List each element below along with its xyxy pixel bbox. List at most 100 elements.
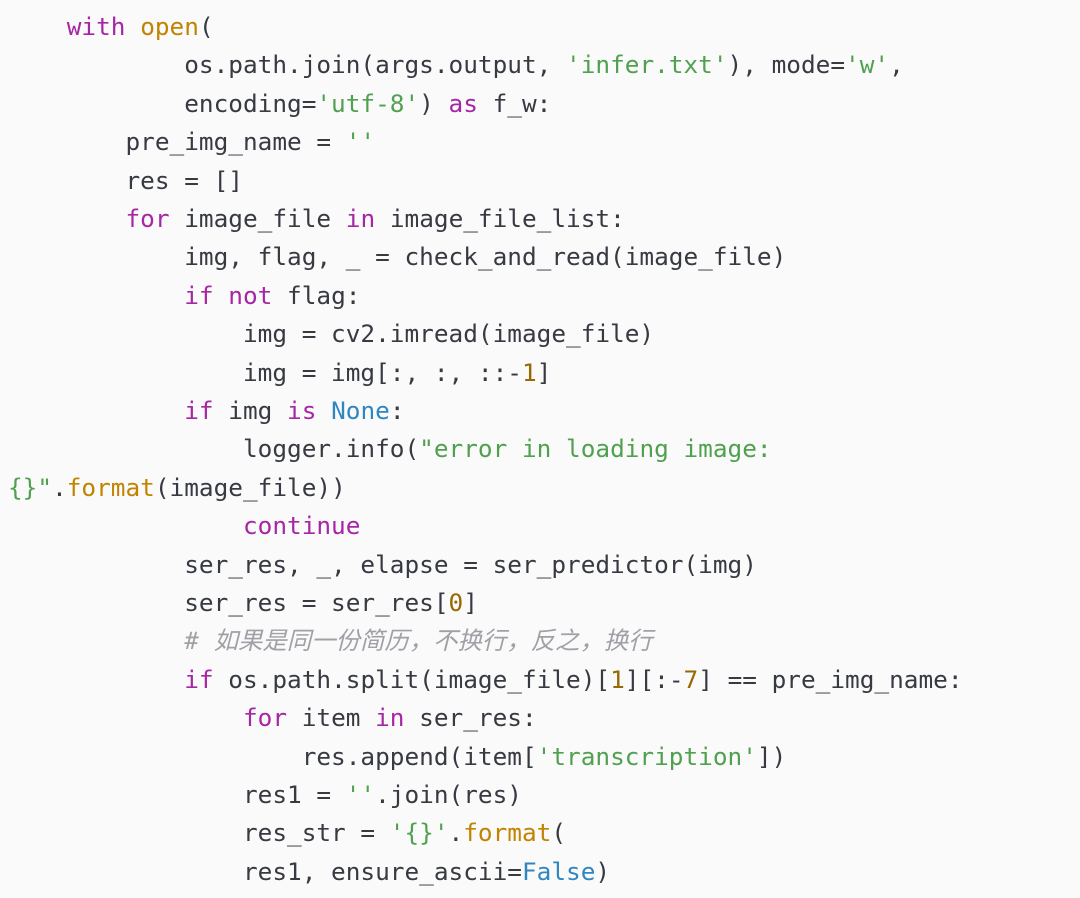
code-text-token: res1 =	[8, 780, 346, 809]
code-text-token	[126, 12, 141, 41]
code-text-token: os.path.join(args.output,	[8, 50, 567, 80]
code-text-token: res.append(item[	[8, 741, 537, 771]
code-line: for image_file in image_file_list:	[8, 200, 625, 238]
code-text-token	[8, 281, 184, 310]
code-text-token: .	[52, 472, 67, 502]
code-line: # 如果是同一份简历，不换行，反之，换行	[8, 622, 653, 660]
code-line: pre_img_name = ''	[8, 123, 375, 161]
keyword-token: as	[448, 88, 478, 118]
code-text-token: logger.info(	[8, 434, 420, 464]
keyword-token: with	[66, 12, 126, 41]
code-text-token: os.path.split(image_file)[	[213, 664, 611, 694]
code-line: res = []	[8, 162, 243, 200]
code-text-token: img	[213, 396, 288, 425]
code-text-token: encoding=	[8, 88, 317, 118]
code-text-token: ]	[536, 357, 552, 387]
code-text-token	[8, 511, 243, 540]
code-text-token: ]	[463, 588, 478, 617]
string-token: {}"	[8, 472, 53, 502]
code-line: ser_res, _, elapse = ser_predictor(img)	[8, 546, 757, 584]
string-token: "error in loading image:	[419, 434, 772, 464]
code-text-token: ,	[889, 50, 904, 80]
code-line: if not flag:	[8, 277, 360, 315]
code-text-token	[8, 665, 184, 694]
code-line: img = img[:, :, ::-1]	[8, 354, 551, 392]
code-text-token	[8, 396, 184, 425]
string-token: 'utf-8'	[316, 88, 420, 118]
number-token: 1	[521, 357, 537, 387]
code-line: os.path.join(args.output, 'infer.txt'), …	[8, 46, 904, 84]
code-text-token: (image_file))	[154, 472, 346, 502]
code-text-token: image_file	[169, 204, 346, 233]
code-text-token: f_w:	[477, 88, 552, 118]
code-text-token: item	[287, 703, 376, 733]
number-token: 0	[448, 588, 464, 617]
code-line: res.append(item['transcription'])	[8, 738, 787, 776]
code-text-token	[214, 281, 229, 310]
keyword-token: for	[125, 204, 170, 233]
code-text-token: ser_res, _, elapse = ser_predictor(img)	[8, 549, 757, 579]
string-token: 'transcription'	[536, 741, 757, 771]
comment-token: # 如果是同一份简历，不换行，反之，换行	[184, 626, 653, 656]
code-text-token: flag:	[272, 280, 361, 310]
code-line: with open(	[8, 8, 214, 46]
code-text-token: res1, ensure_ascii=	[8, 856, 522, 886]
code-text-token: ser_res:	[404, 703, 537, 733]
code-text-token	[8, 626, 184, 655]
code-text-token: ] == pre_img_name:	[698, 664, 963, 694]
code-line: res1 = ''.join(res)	[8, 776, 522, 814]
number-token: 1	[610, 664, 625, 694]
code-text-token	[8, 12, 67, 41]
keyword-token: not	[228, 280, 273, 310]
code-text-token: ), mode=	[727, 50, 846, 80]
code-text-token: pre_img_name =	[8, 127, 346, 157]
string-token: 'infer.txt'	[566, 50, 728, 80]
keyword-token: if	[184, 664, 214, 694]
code-line: if img is None:	[8, 392, 405, 430]
code-text-token	[8, 703, 243, 732]
keyword-token: continue	[242, 511, 361, 541]
keyword-token: in	[375, 703, 405, 733]
keyword-token: in	[345, 204, 376, 233]
code-text-token: .	[448, 818, 464, 848]
code-text-token: ])	[756, 741, 787, 771]
code-text-token: image_file_list:	[375, 204, 625, 233]
code-line: logger.info("error in loading image:	[8, 430, 772, 468]
code-text-token: :	[389, 396, 405, 425]
constant-token: None	[331, 396, 390, 425]
code-text-token: )	[419, 88, 449, 118]
keyword-token: if	[184, 396, 214, 425]
code-text-token: img = cv2.imread(image_file)	[8, 319, 655, 349]
code-line: ser_res = ser_res[0]	[8, 584, 478, 622]
code-text-token: ser_res = ser_res[	[8, 588, 449, 617]
code-text-token: res_str =	[8, 818, 390, 848]
code-line: res_str = '{}'.format(	[8, 814, 566, 852]
code-text-token	[8, 204, 125, 233]
code-text-token: ][:-	[624, 664, 684, 694]
code-line: res1, ensure_ascii=False)	[8, 853, 610, 891]
code-text-token: (	[551, 818, 567, 848]
number-token: 7	[683, 664, 699, 694]
code-text-token: )	[595, 856, 611, 886]
code-text-token: res = []	[8, 165, 243, 195]
code-text-token: img = img[:, :, ::-	[8, 357, 522, 387]
string-token: '{}'	[389, 818, 449, 848]
code-line: encoding='utf-8') as f_w:	[8, 85, 551, 123]
keyword-token: if	[184, 280, 214, 310]
builtin-token: format	[66, 472, 155, 502]
code-line: {}".format(image_file))	[8, 469, 346, 507]
string-token: ''	[345, 780, 376, 809]
builtin-token: open	[140, 12, 199, 41]
code-text-token: img, flag, _ = check_and_read(image_file…	[8, 242, 787, 272]
string-token: ''	[345, 127, 376, 157]
builtin-token: format	[463, 818, 552, 848]
code-line: for item in ser_res:	[8, 699, 537, 737]
code-line: img, flag, _ = check_and_read(image_file…	[8, 238, 786, 276]
code-line: continue	[8, 507, 360, 545]
code-text-token	[316, 396, 331, 425]
keyword-token: for	[242, 703, 288, 733]
code-line: if os.path.split(image_file)[1][:-7] == …	[8, 661, 963, 699]
code-line: img = cv2.imread(image_file)	[8, 315, 654, 353]
constant-token: False	[521, 856, 596, 886]
keyword-token: is	[287, 396, 317, 425]
